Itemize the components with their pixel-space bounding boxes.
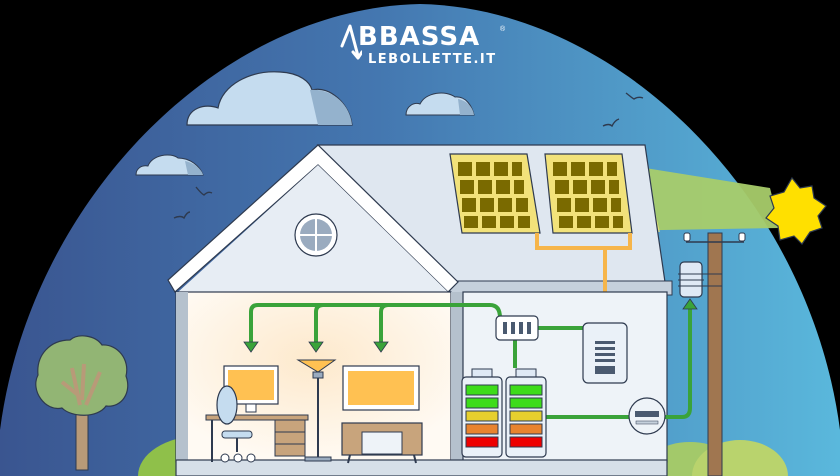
power-wires [249,303,692,419]
desk [205,414,309,462]
cloud-large [186,71,353,126]
logo-arrow-icon [340,24,362,60]
logo-brand-main: BBASSA [358,22,481,52]
floor [175,459,668,476]
energy-meter [628,397,666,435]
distribution-box [495,315,539,341]
inverter [582,322,628,384]
birds [173,92,644,220]
sun-icon [765,176,827,245]
cloud-small-right [405,92,475,116]
utility-pole [678,232,746,476]
logo-registered-mark: ® [500,26,506,33]
logo-brand-sub: LEBOLLETTE.IT [368,52,497,67]
brand-logo: BBASSA ® LEBOLLETTE.IT [340,22,510,72]
tv [342,365,420,411]
office-chair [216,385,256,463]
battery-right [505,368,547,458]
cloud-small-left [135,154,204,176]
battery-left [461,368,503,458]
tree [35,335,129,471]
tv-cabinet [341,422,423,464]
floor-lamp [296,359,337,462]
